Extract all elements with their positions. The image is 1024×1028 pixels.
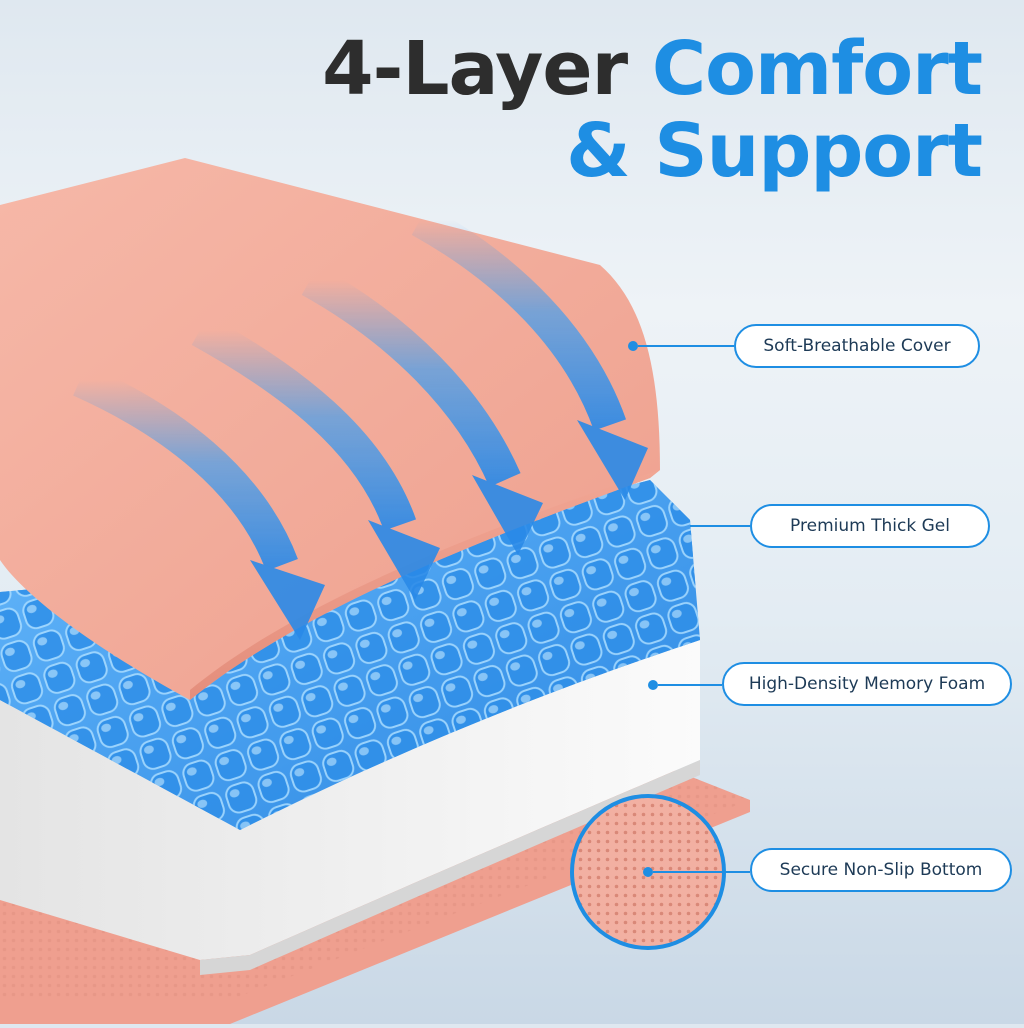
headline-accent-support: & Support xyxy=(566,108,983,194)
callout-line-bottom xyxy=(653,871,750,873)
callout-secure-non-slip-bottom: Secure Non-Slip Bottom xyxy=(750,848,1012,892)
callout-dot-cover xyxy=(628,341,638,351)
headline: 4-Layer Comfort & Support xyxy=(322,26,983,194)
headline-prefix: 4-Layer xyxy=(322,26,628,112)
headline-accent-comfort: Comfort xyxy=(651,26,983,112)
callout-high-density-memory-foam: High-Density Memory Foam xyxy=(722,662,1012,706)
callout-line-cover xyxy=(638,345,734,347)
callout-dot-foam xyxy=(648,680,658,690)
callout-line-gel xyxy=(690,525,750,527)
callout-line-foam xyxy=(658,684,722,686)
callout-premium-thick-gel: Premium Thick Gel xyxy=(750,504,990,548)
pressure-arrows xyxy=(73,205,648,640)
callout-dot-bottom xyxy=(643,867,653,877)
callout-soft-breathable-cover: Soft-Breathable Cover xyxy=(734,324,980,368)
